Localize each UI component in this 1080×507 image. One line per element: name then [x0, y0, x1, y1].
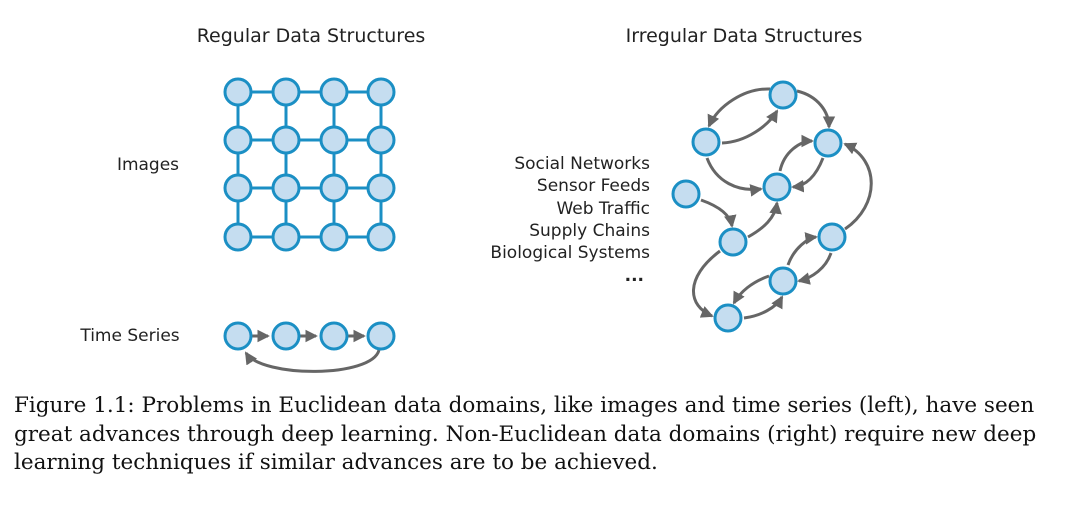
- domain-label: Sensor Feeds: [537, 176, 650, 196]
- grid-node: [223, 222, 253, 252]
- grid-node: [319, 222, 349, 252]
- graph-node: [691, 127, 721, 157]
- domain-label: Social Networks: [514, 154, 650, 174]
- time-series-edges: [244, 329, 381, 373]
- graph-edges: [692, 87, 873, 320]
- grid-node: [223, 77, 253, 107]
- domain-label: ...: [625, 266, 644, 286]
- time-node: [319, 321, 349, 351]
- domain-label: Biological Systems: [490, 243, 650, 263]
- grid-node: [319, 77, 349, 107]
- graph-node: [813, 128, 843, 158]
- grid-node: [271, 222, 301, 252]
- grid-node: [271, 77, 301, 107]
- right-panel-title: Irregular Data Structures: [626, 25, 863, 47]
- graph-node: [713, 303, 743, 333]
- domain-label: Web Traffic: [556, 199, 650, 219]
- grid-node: [319, 173, 349, 203]
- grid-node: [366, 173, 396, 203]
- domain-label: Supply Chains: [529, 221, 650, 241]
- time-node: [366, 321, 396, 351]
- images-label: Images: [117, 155, 179, 175]
- time-node: [271, 321, 301, 351]
- grid-node: [366, 77, 396, 107]
- grid-node: [366, 222, 396, 252]
- graph-node: [762, 172, 792, 202]
- grid-node: [271, 125, 301, 155]
- graph-node: [671, 179, 701, 209]
- time-series-label: Time Series: [79, 326, 179, 346]
- image-grid: [236, 90, 383, 239]
- graph-node: [817, 222, 847, 252]
- graph-node: [718, 227, 748, 257]
- grid-node: [223, 125, 253, 155]
- grid-node: [223, 173, 253, 203]
- grid-node: [366, 125, 396, 155]
- time-series-nodes: [223, 321, 396, 351]
- grid-node: [319, 125, 349, 155]
- graph-node: [768, 266, 798, 296]
- left-panel-title: Regular Data Structures: [197, 25, 426, 47]
- graph-nodes: [671, 80, 847, 333]
- graph-node: [768, 80, 798, 110]
- figure-diagram: Regular Data Structures Irregular Data S…: [79, 25, 873, 373]
- grid-node: [271, 173, 301, 203]
- figure-caption: Figure 1.1: Problems in Euclidean data d…: [14, 393, 1037, 475]
- time-node: [223, 321, 253, 351]
- image-grid-nodes: [223, 77, 396, 252]
